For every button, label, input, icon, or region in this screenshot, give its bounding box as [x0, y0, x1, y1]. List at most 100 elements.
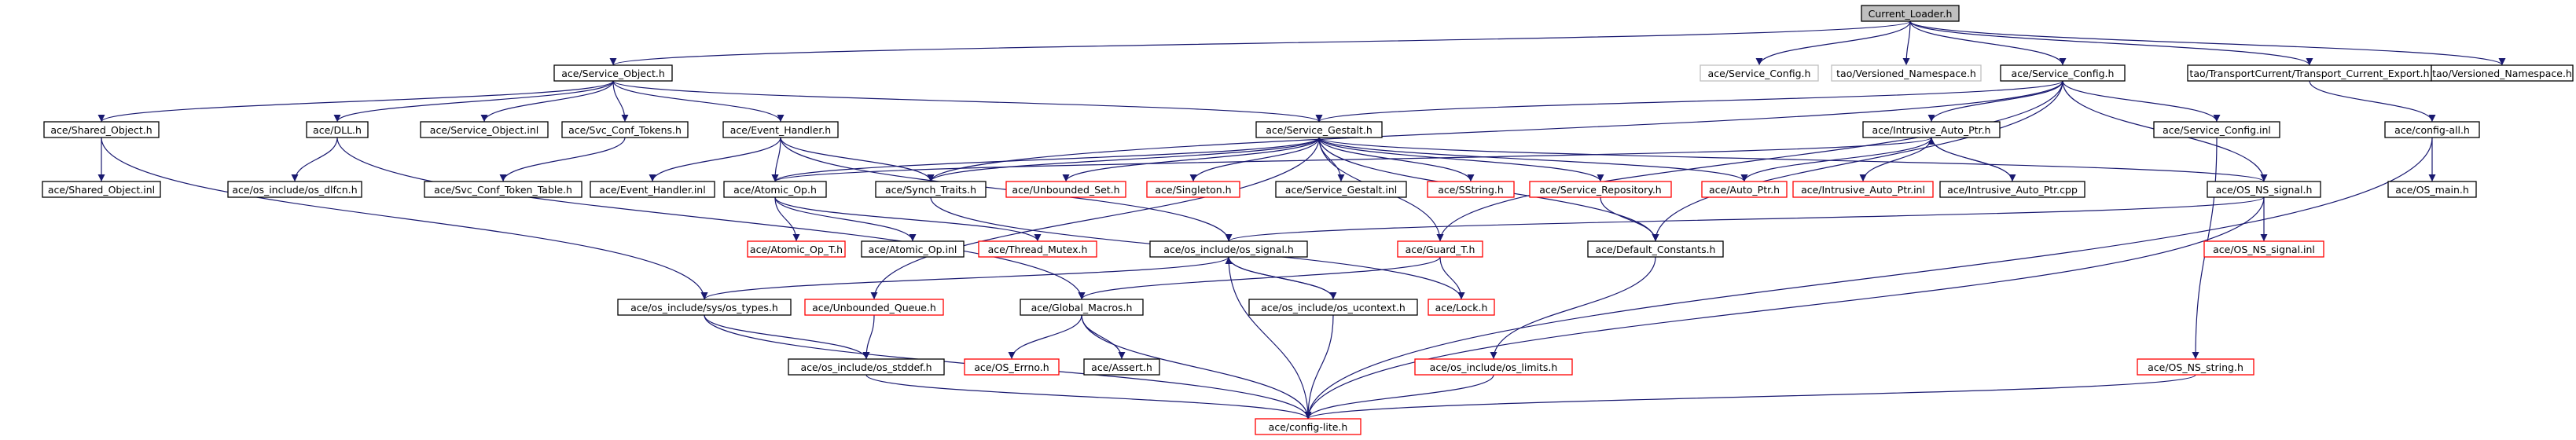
node-event-handler-h[interactable]: ace/Event_Handler.h [722, 121, 839, 138]
node-label: ace/Event_Handler.inl [599, 184, 705, 196]
node-unbounded-set-h[interactable]: ace/Unbounded_Set.h [1005, 181, 1126, 198]
edge-current-loader-to-tao-versioned-ns [1909, 20, 2506, 66]
node-label: ace/OS_main.h [2395, 184, 2469, 196]
node-box [1529, 181, 1672, 198]
node-box [978, 240, 1097, 258]
node-label: ace/os_include/sys/os_types.h [630, 302, 778, 314]
node-os-dlfcn-h[interactable]: ace/os_include/os_dlfcn.h [227, 181, 362, 198]
node-box [1083, 358, 1160, 376]
node-svc-conf-tokens-h[interactable]: ace/Svc_Conf_Tokens.h [561, 121, 689, 138]
node-event-handler-inl[interactable]: ace/Event_Handler.inl [590, 181, 715, 198]
node-box [1275, 181, 1407, 198]
edge-service-object-h-to-service-object-inl [480, 80, 614, 123]
node-label: ace/SString.h [1438, 184, 1504, 196]
edge-intrusive-auto-ptr-h-to-auto-ptr-h [1740, 137, 1932, 182]
node-transport-current-export[interactable]: tao/TransportCurrent/Transport_Current_E… [2187, 64, 2432, 82]
node-label: ace/Atomic_Op_T.h [750, 244, 843, 255]
edge-guard-t-h-to-global-macros-h [1078, 256, 1441, 300]
edge-os-signal-h-to-config-lite-h [1228, 256, 1312, 420]
node-service-config-inl[interactable]: ace/Service_Config.inl [2153, 121, 2280, 138]
node-synch-traits-h[interactable]: ace/Synch_Traits.h [875, 181, 987, 198]
edge-service-config-h-to-guard-t-h [1436, 80, 2063, 242]
node-label: ace/os_include/os_ucontext.h [1261, 302, 1406, 314]
node-label: ace/Service_Config.inl [2163, 124, 2271, 136]
node-intrusive-auto-ptr-h[interactable]: ace/Intrusive_Auto_Ptr.h [1862, 121, 2001, 138]
node-box [1792, 181, 1934, 198]
node-dll-h[interactable]: ace/DLL.h [306, 121, 369, 138]
node-label: ace/Event_Handler.h [730, 124, 831, 136]
node-service-config-h[interactable]: ace/Service_Config.h [2000, 64, 2126, 82]
node-box [1146, 181, 1240, 198]
node-atomic-op-t-h[interactable]: ace/Atomic_Op_T.h [747, 240, 846, 258]
node-unbounded-queue-h[interactable]: ace/Unbounded_Queue.h [804, 299, 944, 316]
node-intrusive-auto-ptr-inl[interactable]: ace/Intrusive_Auto_Ptr.inl [1792, 181, 1934, 198]
node-assert-h[interactable]: ace/Assert.h [1083, 358, 1160, 376]
edge-service-gestalt-h-to-atomic-op-h [771, 137, 1320, 182]
node-os-ns-signal-inl[interactable]: ace/OS_NS_signal.inl [2203, 240, 2324, 258]
node-os-types-h[interactable]: ace/os_include/sys/os_types.h [617, 299, 792, 316]
node-auto-ptr-h[interactable]: ace/Auto_Ptr.h [1701, 181, 1788, 198]
node-box [1005, 181, 1126, 198]
node-os-signal-h[interactable]: ace/os_include/os_signal.h [1149, 240, 1308, 258]
node-box [1862, 121, 2001, 138]
node-label: ace/Unbounded_Queue.h [812, 302, 936, 314]
node-singleton-h[interactable]: ace/Singleton.h [1146, 181, 1240, 198]
node-config-lite-h[interactable]: ace/config-lite.h [1255, 418, 1361, 435]
node-box [42, 181, 161, 198]
edge-intrusive-auto-ptr-cpp-to-intrusive-auto-ptr-h [1927, 137, 2013, 182]
edge-service-gestalt-h-to-sstring-h [1318, 137, 1475, 182]
node-shared-object-inl[interactable]: ace/Shared_Object.inl [42, 181, 161, 198]
node-os-ucontext-h[interactable]: ace/os_include/os_ucontext.h [1248, 299, 1418, 316]
node-thread-mutex-h[interactable]: ace/Thread_Mutex.h [978, 240, 1097, 258]
node-box [2153, 121, 2280, 138]
node-service-gestalt-inl[interactable]: ace/Service_Gestalt.inl [1275, 181, 1407, 198]
edge-event-handler-h-to-os-signal-h [780, 137, 1233, 242]
edge-atomic-op-h-to-thread-mutex-h [774, 196, 1042, 242]
node-box [1149, 240, 1308, 258]
node-current-loader[interactable]: Current_Loader.h [1861, 5, 1960, 22]
node-service-gestalt-h[interactable]: ace/Service_Gestalt.h [1255, 121, 1383, 138]
edge-os-ucontext-h-to-os-signal-h [1225, 256, 1334, 300]
node-default-constants-h[interactable]: ace/Default_Constants.h [1587, 240, 1724, 258]
node-lock-h[interactable]: ace/Lock.h [1428, 299, 1495, 316]
node-box [590, 181, 715, 198]
node-service-object-inl[interactable]: ace/Service_Object.inl [420, 121, 549, 138]
node-label: ace/Intrusive_Auto_Ptr.inl [1801, 184, 1925, 196]
node-config-all-h[interactable]: ace/config-all.h [2384, 121, 2480, 138]
node-os-errno-h[interactable]: ace/OS_Errno.h [964, 358, 1060, 376]
node-box [788, 358, 945, 376]
node-label: tao/Versioned_Namespace.h [1836, 68, 1976, 79]
node-label: ace/OS_NS_signal.inl [2213, 244, 2315, 255]
node-box [2203, 240, 2324, 258]
node-label: ace/Service_Config.h [1708, 68, 1811, 79]
node-service-config-h-ext: ace/Service_Config.h [1700, 64, 1819, 82]
node-service-repository-h[interactable]: ace/Service_Repository.h [1529, 181, 1672, 198]
node-service-object-h[interactable]: ace/Service_Object.h [553, 64, 673, 82]
edge-service-gestalt-h-to-os-ns-signal-h [1318, 137, 2268, 182]
edge-svc-conf-tokens-h-to-svc-conf-token-table-h [499, 137, 626, 182]
node-label: ace/Synch_Traits.h [885, 184, 976, 196]
node-guard-t-h[interactable]: ace/Guard_T.h [1397, 240, 1483, 258]
node-label: ace/Thread_Mutex.h [988, 244, 1088, 255]
node-os-limits-h[interactable]: ace/os_include/os_limits.h [1414, 358, 1573, 376]
node-tao-versioned-ns[interactable]: tao/Versioned_Namespace.h [2431, 64, 2574, 82]
node-label: ace/os_include/os_limits.h [1430, 361, 1558, 373]
node-intrusive-auto-ptr-cpp[interactable]: ace/Intrusive_Auto_Ptr.cpp [1939, 181, 2085, 198]
node-svc-conf-token-table-h[interactable]: ace/Svc_Conf_Token_Table.h [424, 181, 582, 198]
node-os-main-h[interactable]: ace/OS_main.h [2387, 181, 2477, 198]
node-global-macros-h[interactable]: ace/Global_Macros.h [1020, 299, 1144, 316]
node-os-ns-string-h[interactable]: ace/OS_NS_string.h [2137, 358, 2254, 376]
node-box [804, 299, 944, 316]
node-label: ace/Lock.h [1435, 302, 1488, 314]
node-shared-object-h[interactable]: ace/Shared_Object.h [43, 121, 160, 138]
node-sstring-h[interactable]: ace/SString.h [1427, 181, 1515, 198]
node-os-stddef-h[interactable]: ace/os_include/os_stddef.h [788, 358, 945, 376]
node-label: ace/DLL.h [313, 124, 362, 136]
node-atomic-op-inl[interactable]: ace/Atomic_Op.inl [861, 240, 965, 258]
node-label: ace/OS_NS_string.h [2148, 361, 2243, 373]
node-os-ns-signal-h[interactable]: ace/OS_NS_signal.h [2207, 181, 2321, 198]
node-label: ace/OS_NS_signal.h [2216, 184, 2313, 196]
node-label: ace/Service_Gestalt.inl [1285, 184, 1398, 196]
node-label: tao/TransportCurrent/Transport_Current_E… [2189, 68, 2429, 79]
node-atomic-op-h[interactable]: ace/Atomic_Op.h [723, 181, 827, 198]
